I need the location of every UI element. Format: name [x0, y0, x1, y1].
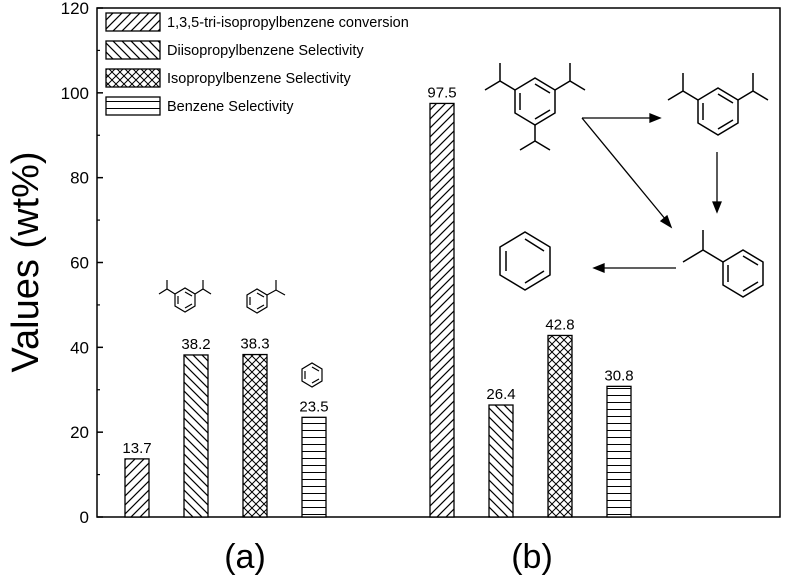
bar-value-label: 38.3 [240, 336, 269, 353]
y-tick-label: 120 [61, 0, 89, 18]
group-label-a: (a) [224, 538, 266, 576]
legend-label: Diisopropylbenzene Selectivity [167, 43, 364, 59]
bar-value-label: 97.5 [427, 84, 456, 101]
bar-b-4 [606, 385, 632, 518]
bar-value-label: 23.5 [299, 398, 328, 415]
bar-a-1 [124, 458, 150, 518]
bar-value-label: 38.2 [181, 336, 210, 353]
legend-label: Benzene Selectivity [167, 99, 294, 115]
legend: 1,3,5-tri-isopropylbenzene conversionDii… [105, 12, 409, 116]
tri-isopropylbenzene-structure [484, 63, 586, 151]
diisopropylbenzene-structure-small [158, 280, 212, 313]
benzene-structure [499, 231, 551, 291]
y-tick-label: 100 [61, 84, 89, 103]
bars-layer: 13.7 97.5 38.2 26.4 38.3 42.8 23.5 30.8 [122, 84, 634, 518]
y-tick-label: 60 [70, 254, 89, 273]
bar-b-1 [429, 102, 455, 518]
isopropylbenzene-structure-small [246, 280, 286, 314]
legend-swatch [105, 68, 161, 88]
bar-b-2 [488, 404, 514, 518]
legend-label: Isopropylbenzene Selectivity [167, 71, 352, 87]
bar-a-4 [301, 416, 327, 518]
y-axis-label: Values (wt%) [5, 151, 47, 372]
legend-swatch [105, 96, 161, 116]
y-axis: 0 20 40 60 80 100 120 [61, 0, 103, 527]
reaction-arrows [581, 113, 722, 273]
y-tick-label: 20 [70, 423, 89, 442]
bar-b-3 [547, 334, 573, 518]
y-tick-label: 0 [80, 508, 89, 527]
bar-value-label: 30.8 [604, 367, 633, 384]
y-tick-label: 40 [70, 338, 89, 357]
bar-value-label: 42.8 [545, 316, 574, 333]
diisopropylbenzene-structure [667, 73, 769, 136]
group-label-b: (b) [511, 538, 553, 576]
isopropylbenzene-structure [682, 230, 764, 298]
bar-value-label: 13.7 [122, 440, 151, 457]
legend-swatch [105, 12, 161, 32]
bar-a-3 [242, 353, 268, 518]
legend-swatch [105, 40, 161, 60]
benzene-structure-small [301, 362, 323, 388]
bar-value-label: 26.4 [486, 386, 515, 403]
bar-a-2 [183, 354, 209, 518]
y-tick-label: 80 [70, 169, 89, 188]
legend-label: 1,3,5-tri-isopropylbenzene conversion [167, 15, 409, 31]
